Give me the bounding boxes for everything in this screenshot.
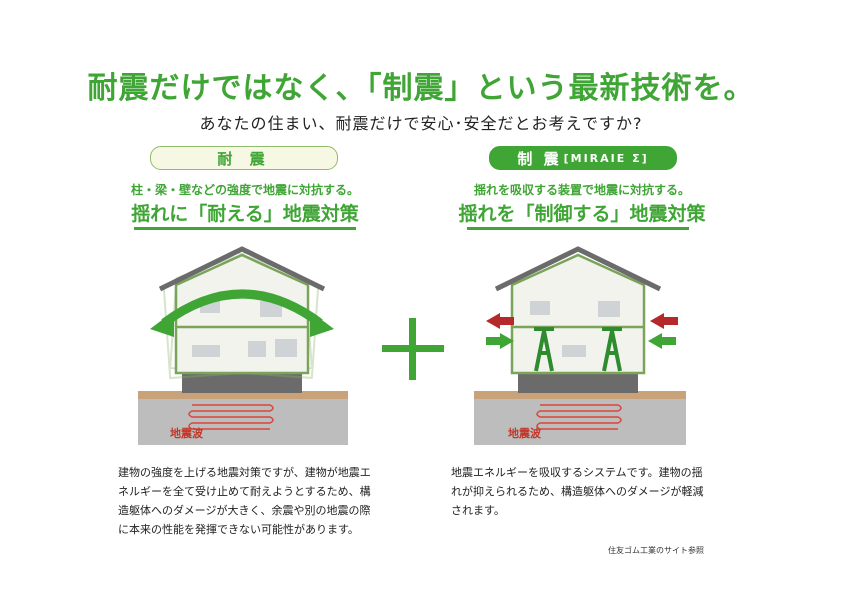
- sway-arrow-right-head: [310, 311, 334, 337]
- seishin-house-illustration: [474, 246, 686, 445]
- plus-icon: [382, 318, 444, 380]
- ground-layer: [138, 395, 348, 445]
- sway-arrow: [161, 289, 323, 327]
- taishin-heading: 揺れに「耐える」地震対策: [131, 203, 359, 225]
- foundation: [518, 373, 638, 393]
- seishin-pill: 制 震 [MIRAIE Σ]: [489, 146, 677, 170]
- damper-right: [602, 327, 622, 372]
- force-arrow-left-in: [486, 333, 514, 349]
- taishin-caption: 柱・梁・壁などの強度で地震に対抗する。: [130, 183, 359, 197]
- foundation: [182, 373, 302, 393]
- taishin-wave-label: 地震波: [170, 427, 203, 440]
- ground-layer: [474, 395, 686, 445]
- seishin-pill-label: 制 震: [517, 149, 562, 168]
- seishin-wave-label: 地震波: [508, 427, 541, 440]
- seismic-wave: [536, 404, 622, 430]
- seishin-description: 地震エネルギーを吸収するシステムです。建物の揺れが抑えられるため、構造躯体へのダ…: [451, 466, 704, 517]
- taishin-house-illustration: [138, 246, 348, 445]
- force-arrow-left-out: [486, 313, 514, 329]
- roof: [494, 246, 662, 292]
- taishin-pill: 耐 震: [150, 146, 338, 170]
- soil-layer: [474, 391, 686, 399]
- seishin-underline: [467, 227, 689, 230]
- force-arrow-right-in: [648, 333, 676, 349]
- damper-left: [534, 327, 554, 372]
- force-arrow-right-out: [650, 313, 678, 329]
- seismic-wave: [188, 404, 274, 430]
- page-title: 耐震だけではなく、「制震」という最新技術を。: [87, 71, 755, 106]
- sway-arrow-left-head: [150, 311, 174, 337]
- miraie-label: [MIRAIE Σ]: [563, 151, 649, 165]
- source-credit: 住友ゴム工業のサイト参照: [608, 546, 704, 555]
- soil-layer: [138, 391, 348, 399]
- seishin-caption: 揺れを吸収する装置で地震に対抗する。: [473, 183, 690, 197]
- taishin-underline: [134, 227, 356, 230]
- seishin-heading: 揺れを「制御する」地震対策: [458, 203, 706, 225]
- page-subtitle: あなたの住まい、耐震だけで安心･安全だとお考えですか?: [199, 114, 643, 133]
- roof: [158, 246, 326, 292]
- taishin-description: 建物の強度を上げる地震対策ですが、建物が地震エネルギーを全て受け止めて耐えようと…: [118, 466, 371, 536]
